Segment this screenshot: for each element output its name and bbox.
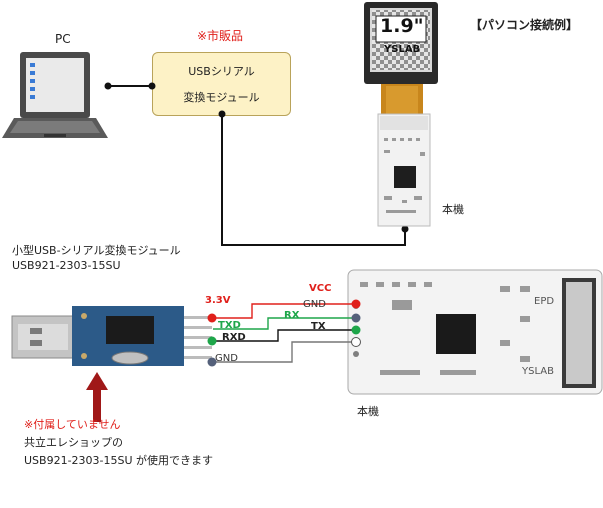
pin-dot-rxd bbox=[207, 336, 217, 346]
pin-label-rxd: RXD bbox=[222, 332, 246, 343]
module-label-line1: USBシリアル bbox=[188, 65, 255, 78]
pin-dot-33v bbox=[207, 313, 217, 323]
hontai-bottom-label: 本機 bbox=[357, 405, 379, 418]
pin-label-gnd-left: GND bbox=[215, 353, 238, 364]
laptop-icon bbox=[2, 52, 108, 138]
pin-label-tx: TX bbox=[311, 321, 326, 332]
pin-label-33v: 3.3V bbox=[205, 295, 231, 306]
pin-label-vcc: VCC bbox=[309, 283, 332, 294]
pin-label-txd: TXD bbox=[218, 320, 241, 331]
shop-line-1: 共立エレショップの bbox=[24, 436, 123, 449]
pin-dot-vcc bbox=[351, 299, 361, 309]
pin-label-rx: RX bbox=[284, 310, 300, 321]
pc-label: PC bbox=[55, 32, 71, 46]
small-module-name: 小型USB-シリアル変換モジュール bbox=[12, 244, 181, 257]
display-logo-big: 1.9" bbox=[380, 15, 424, 37]
module-label-line2: 変換モジュール bbox=[183, 91, 260, 104]
hontai-top-label: 本機 bbox=[442, 203, 464, 216]
usb-serial-module-box: USBシリアル 変換モジュール bbox=[152, 52, 291, 116]
board-label-yslab: YSLAB bbox=[522, 366, 554, 377]
up-arrow-icon bbox=[86, 372, 108, 422]
commercial-note: ※市販品 bbox=[197, 29, 244, 43]
pin-dot-gnd-right bbox=[351, 313, 361, 323]
board-label-epd: EPD bbox=[534, 296, 555, 307]
pin-dot-gnd bbox=[207, 357, 217, 367]
not-included-note: ※付属していません bbox=[24, 418, 121, 431]
pin-label-gnd-right: GND bbox=[303, 299, 326, 310]
page-title: 【パソコン接続例】 bbox=[470, 18, 579, 32]
device-board-bottom bbox=[347, 269, 603, 395]
pin-dot-rx bbox=[351, 325, 361, 335]
shop-line-2: USB921-2303-15SU が使用できます bbox=[24, 454, 214, 467]
small-module-part: USB921-2303-15SU bbox=[12, 259, 121, 272]
usb-dongle-module bbox=[11, 306, 212, 366]
display-logo-small: YSLAB bbox=[384, 44, 421, 55]
pin-dot-tx bbox=[351, 337, 361, 347]
